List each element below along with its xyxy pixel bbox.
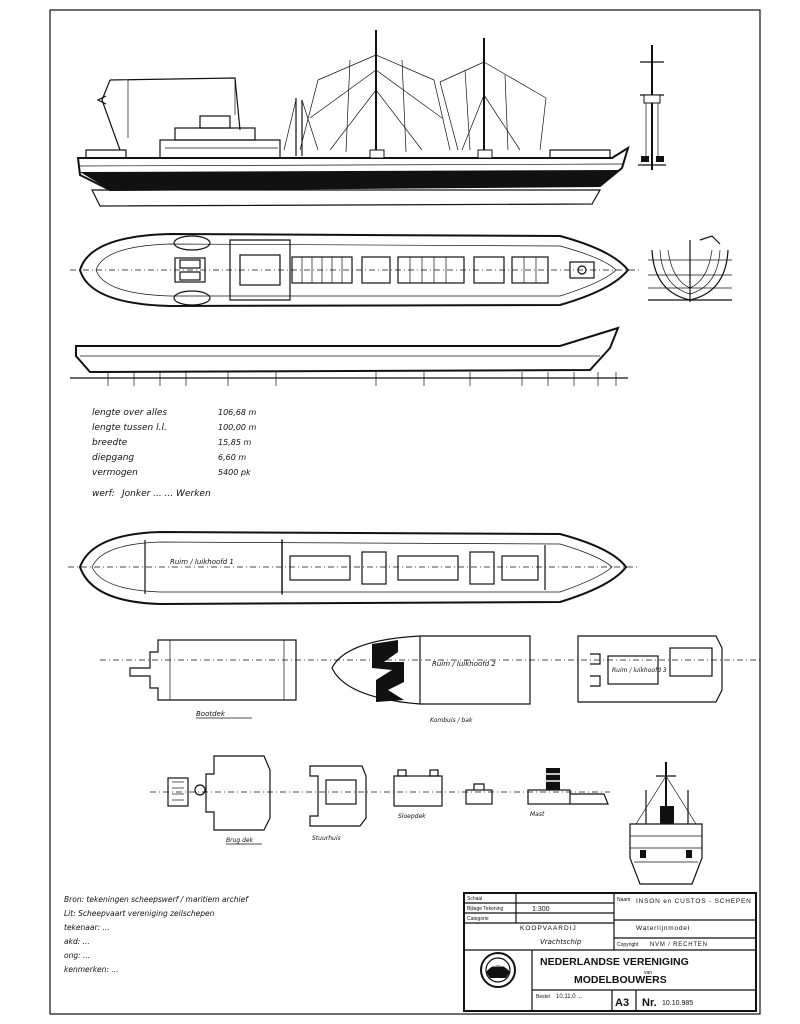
deck-b-label: Brug dek	[226, 837, 254, 844]
spec-value-2: 15,85 m	[218, 438, 251, 447]
value-schaal: 1:300	[532, 906, 550, 913]
nvm-logo	[480, 952, 516, 988]
mast-label: Mast	[530, 811, 545, 818]
note-0: Bron: tekeningen scheepswerf / maritiem …	[64, 895, 249, 904]
deck-section-aft: Bootdek	[129, 639, 297, 719]
deck-hatches	[291, 256, 549, 284]
value-nr: 10.10.985	[662, 1000, 693, 1007]
werf-label: werf:	[92, 489, 115, 499]
fwd-label: Kombuis / bak	[430, 717, 473, 724]
note-3: akd: ...	[64, 937, 90, 946]
hold-2-label: Ruim / luikhoofd 2	[432, 660, 496, 668]
hull-profile	[70, 326, 628, 386]
value-bestel: 10.11.0 ...	[556, 994, 583, 1000]
deck-winches-aft	[179, 259, 201, 281]
value-categorie: KOOPVAARDIJ	[520, 925, 577, 932]
org-connector: van	[644, 970, 652, 976]
label-schaal: Schaal	[467, 896, 482, 902]
spec-value-0: 106,68 m	[218, 408, 257, 417]
deck-section-mid: Ruim / luikhoofd 3	[577, 635, 723, 703]
deck-section-fwd: Ruim / luikhoofd 2 Kombuis / bak	[331, 635, 531, 724]
spec-label-4: vermogen	[92, 468, 138, 478]
label-categorie: Categorie	[467, 916, 489, 922]
spec-label-1: lengte tussen l.l.	[92, 423, 167, 433]
label-tekening: Bijlage Tekening	[467, 906, 504, 912]
detail-boat-deck: Sloepdek	[393, 769, 443, 820]
lower-deck-plan: Ruim / luikhoofd 1	[68, 530, 638, 606]
detail-small-house	[465, 783, 493, 805]
hold-3-label: Ruim / luikhoofd 3	[612, 667, 667, 674]
detail-funnel: Mast	[527, 768, 609, 818]
side-elevation	[76, 30, 630, 207]
spec-label-3: diepgang	[92, 453, 134, 463]
spec-label-2: breedte	[92, 438, 128, 448]
label-nr: Nr.	[642, 997, 657, 1009]
deck-a-label: Bootdek	[196, 710, 226, 718]
spec-label-0: lengte over alles	[92, 408, 167, 418]
value-sub: Waterlijnmodel	[636, 925, 690, 932]
deck-c-label: Stuurhuis	[312, 835, 341, 842]
specifications: lengte over alles 106,68 m lengte tussen…	[92, 408, 257, 499]
detail-wheelhouse: Stuurhuis	[309, 765, 367, 842]
note-4: ong: ...	[64, 951, 90, 960]
sheet-border	[49, 9, 761, 1015]
body-plan	[648, 235, 732, 302]
org-line1: NEDERLANDSE VERENIGING	[540, 956, 689, 968]
label-bestel: Bestel	[536, 994, 550, 1000]
value-naam: INSON en CUSTOS - SCHEPEN	[636, 898, 752, 905]
hold-1-label: Ruim / luikhoofd 1	[170, 558, 234, 566]
title-block: Schaal Bijlage Tekening 1:300 Categorie …	[463, 892, 757, 1012]
note-2: tekenaar: ...	[64, 923, 110, 932]
frame-stations	[107, 372, 617, 386]
note-5: kenmerken: ...	[64, 965, 119, 974]
mast-detail	[638, 45, 666, 170]
spec-value-4: 5400 pk	[218, 468, 251, 477]
org-line2: MODELBOUWERS	[574, 974, 667, 986]
format: A3	[615, 997, 629, 1009]
value-copyright: NVM / RECHTEN	[650, 942, 708, 948]
werf-value: Jonker ... ... Werken	[120, 489, 211, 499]
notes: Bron: tekeningen scheepswerf / maritiem …	[64, 895, 249, 974]
sec-label: Sloepdek	[398, 813, 426, 820]
stern-view	[629, 762, 703, 885]
value-type: Vrachtschip	[540, 938, 582, 946]
deck-plan	[70, 232, 640, 308]
spec-value-1: 100,00 m	[218, 423, 257, 432]
detail-bridge: Brug dek	[167, 755, 271, 845]
note-1: Lit: Scheepvaart vereniging zeilschepen	[64, 909, 215, 918]
label-copyright: Copyright	[617, 942, 639, 948]
spec-value-3: 6,60 m	[218, 453, 246, 462]
label-naam: Naam	[617, 897, 630, 903]
